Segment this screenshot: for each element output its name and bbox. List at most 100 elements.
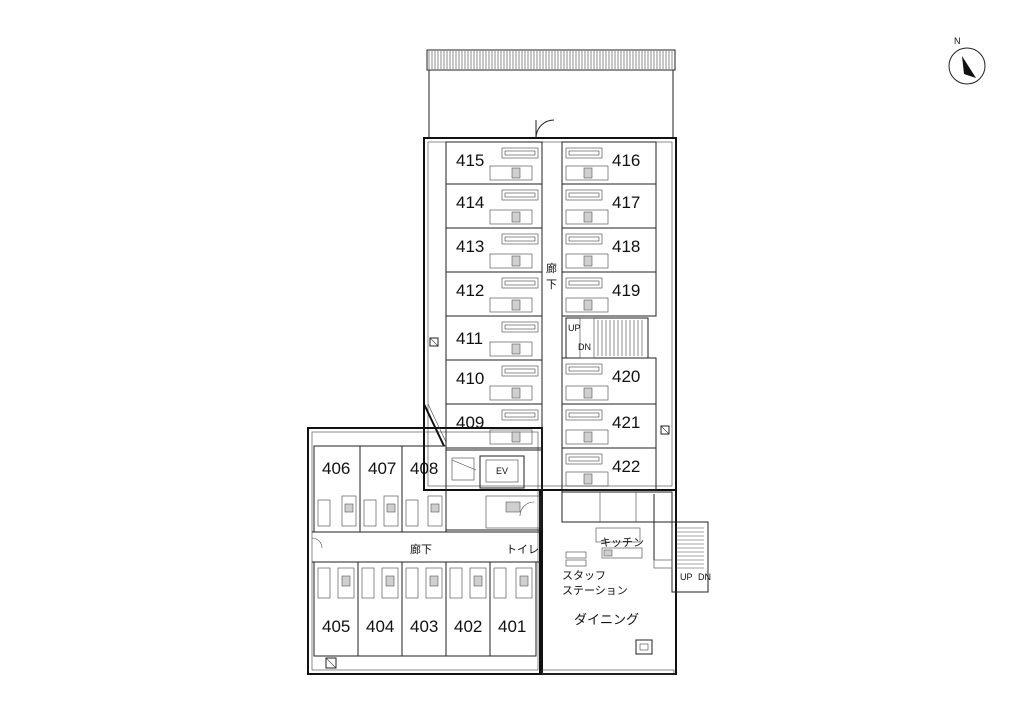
- room-label-410: 410: [456, 369, 484, 388]
- kitchen-label: キッチン: [600, 536, 644, 549]
- room-label-404: 404: [366, 617, 394, 636]
- fixture-401: [519, 575, 529, 587]
- furniture: [363, 499, 377, 527]
- bath-419: [565, 297, 609, 313]
- bath-410: [489, 385, 533, 401]
- fixture-411: [511, 343, 521, 355]
- balcony: [426, 49, 676, 139]
- room-label-422: 422: [612, 457, 640, 476]
- bath-412: [489, 297, 533, 313]
- corridor-south: [311, 531, 540, 563]
- room-409: [445, 403, 543, 449]
- bath-414: [489, 209, 533, 225]
- elevator-label: EV: [496, 466, 508, 476]
- fixture-407: [386, 503, 396, 513]
- room-label-416: 416: [612, 151, 640, 170]
- furniture-inner: [568, 456, 600, 462]
- bath-420: [565, 385, 609, 401]
- furniture: [501, 409, 539, 421]
- bath-407: [383, 495, 399, 527]
- bath-415: [489, 165, 533, 181]
- room-417: [561, 183, 657, 229]
- fixture-420: [583, 387, 593, 399]
- room-418: [561, 227, 657, 273]
- furniture: [565, 409, 603, 421]
- bath-404: [381, 567, 399, 599]
- room-labels: 4154144134124114104094164174184194204214…: [322, 151, 640, 636]
- room-402: [445, 561, 491, 657]
- room-label-419: 419: [612, 281, 640, 300]
- bath-406: [341, 495, 357, 527]
- fixture-403: [429, 575, 439, 587]
- fixture-404: [385, 575, 395, 587]
- bath-411: [489, 341, 533, 357]
- bath-417: [565, 209, 609, 225]
- furniture-inner: [568, 280, 600, 286]
- furniture: [405, 567, 419, 599]
- fixture-409: [511, 431, 521, 443]
- fixture-415: [511, 167, 521, 179]
- room-label-403: 403: [410, 617, 438, 636]
- room-label-409: 409: [456, 413, 484, 432]
- toilet-label: トイレ: [506, 543, 539, 556]
- furniture: [501, 233, 539, 245]
- furniture: [565, 277, 603, 289]
- stair-down-label: DN: [578, 342, 591, 352]
- room-label-406: 406: [322, 459, 350, 478]
- service-area: [541, 491, 675, 675]
- fixture-417: [583, 211, 593, 223]
- fixture-413: [511, 255, 521, 267]
- corridor-north-label-2: 下: [546, 278, 557, 291]
- furniture: [317, 499, 331, 527]
- bath-402: [469, 567, 487, 599]
- stair-east: [676, 527, 704, 569]
- room-416: [561, 141, 657, 185]
- furniture: [501, 189, 539, 201]
- furniture: [405, 499, 419, 527]
- furniture: [361, 567, 375, 599]
- room-label-420: 420: [612, 367, 640, 386]
- room-label-408: 408: [410, 459, 438, 478]
- stair2-up-label: UP: [680, 572, 693, 582]
- room-419: [561, 271, 657, 317]
- fixture-422: [583, 473, 593, 485]
- room-label-417: 417: [612, 193, 640, 212]
- furniture-inner: [568, 192, 600, 198]
- stair-north: [565, 317, 649, 359]
- fixture-412: [511, 299, 521, 311]
- furniture-inner: [504, 150, 536, 156]
- room-420: [561, 357, 657, 405]
- furniture: [449, 567, 463, 599]
- room-404: [357, 561, 403, 657]
- room-401: [489, 561, 537, 657]
- room-label-402: 402: [454, 617, 482, 636]
- furniture-inner: [568, 412, 600, 418]
- wall-markers: [325, 337, 670, 669]
- fixture-416: [583, 167, 593, 179]
- bath-413: [489, 253, 533, 269]
- furniture-inner: [504, 412, 536, 418]
- room-422: [561, 447, 657, 491]
- furniture: [501, 365, 539, 377]
- room-label-414: 414: [456, 193, 484, 212]
- furniture: [565, 453, 603, 465]
- room-label-421: 421: [612, 413, 640, 432]
- fixture-405: [341, 575, 351, 587]
- fixture-419: [583, 299, 593, 311]
- room-421: [561, 403, 657, 449]
- room-403: [401, 561, 447, 657]
- fixture-418: [583, 255, 593, 267]
- bath-408: [427, 495, 443, 527]
- stair-up-label: UP: [568, 323, 581, 333]
- fixture-421: [583, 431, 593, 443]
- furniture-inner: [504, 324, 536, 330]
- furniture-inner: [568, 150, 600, 156]
- furniture-inner: [504, 192, 536, 198]
- bath-416: [565, 165, 609, 181]
- stair2-down-label: DN: [698, 572, 711, 582]
- fixture-414: [511, 211, 521, 223]
- furniture: [565, 189, 603, 201]
- corridor-south-label: 廊下: [410, 542, 432, 556]
- furniture-inner: [504, 280, 536, 286]
